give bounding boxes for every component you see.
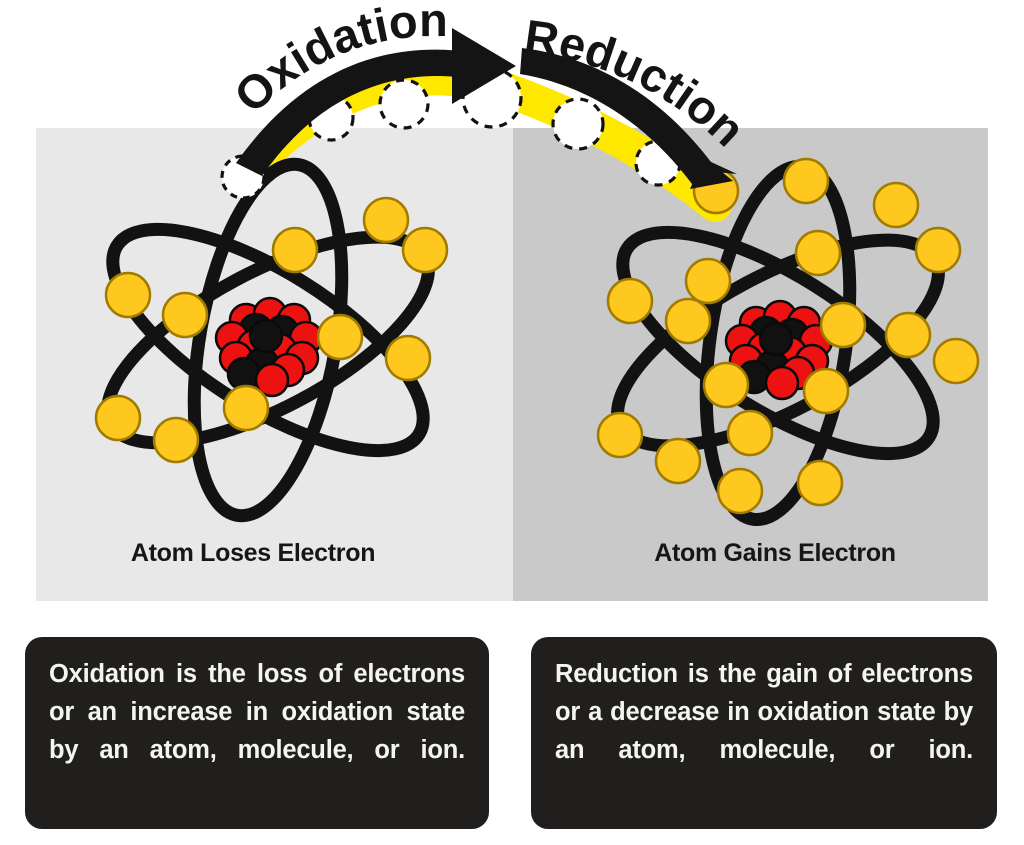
nucleus-left	[214, 296, 324, 398]
electron	[782, 157, 830, 205]
electron	[702, 361, 750, 409]
oxidation-definition-box: Oxidation is the loss of electrons or an…	[25, 637, 489, 829]
arrow-reduction	[520, 48, 737, 189]
electron	[271, 226, 319, 274]
arrow-oxidation	[236, 28, 516, 176]
electron	[932, 337, 980, 385]
electron	[796, 459, 844, 507]
panel-left-caption: Atom Loses Electron	[131, 539, 375, 567]
electron	[726, 409, 774, 457]
electron	[802, 367, 850, 415]
electron	[654, 437, 702, 485]
panel-right-caption: Atom Gains Electron	[654, 539, 896, 567]
electron	[872, 181, 920, 229]
atom-left	[94, 154, 449, 523]
arrow-oxidation-shaft	[236, 49, 470, 176]
electron	[664, 297, 712, 345]
electron	[794, 229, 842, 277]
electron	[161, 291, 209, 339]
arrow-oxidation-head	[452, 28, 516, 104]
electron	[716, 467, 764, 515]
electron	[914, 226, 962, 274]
arrow-reduction-shaft	[520, 48, 714, 184]
electron	[316, 313, 364, 361]
white-electron-step-2	[378, 78, 430, 130]
electrons-left	[94, 196, 449, 464]
oxidation-definition-text: Oxidation is the loss of electrons or an…	[49, 660, 465, 764]
electron	[94, 394, 142, 442]
electron	[884, 311, 932, 359]
electron	[819, 301, 867, 349]
electron	[596, 411, 644, 459]
nucleus-right	[724, 299, 834, 401]
electron	[606, 277, 654, 325]
white-electron-step-4	[551, 97, 605, 151]
electron	[362, 196, 410, 244]
arrow-reduction-head-2	[676, 134, 733, 189]
electron	[401, 226, 449, 274]
electron	[384, 334, 432, 382]
reduction-definition-text: Reduction is the gain of electrons or a …	[555, 660, 973, 764]
reduction-definition-box: Reduction is the gain of electrons or a …	[531, 637, 997, 829]
electron	[152, 416, 200, 464]
electron	[104, 271, 152, 319]
electron	[684, 257, 732, 305]
electron	[222, 384, 270, 432]
